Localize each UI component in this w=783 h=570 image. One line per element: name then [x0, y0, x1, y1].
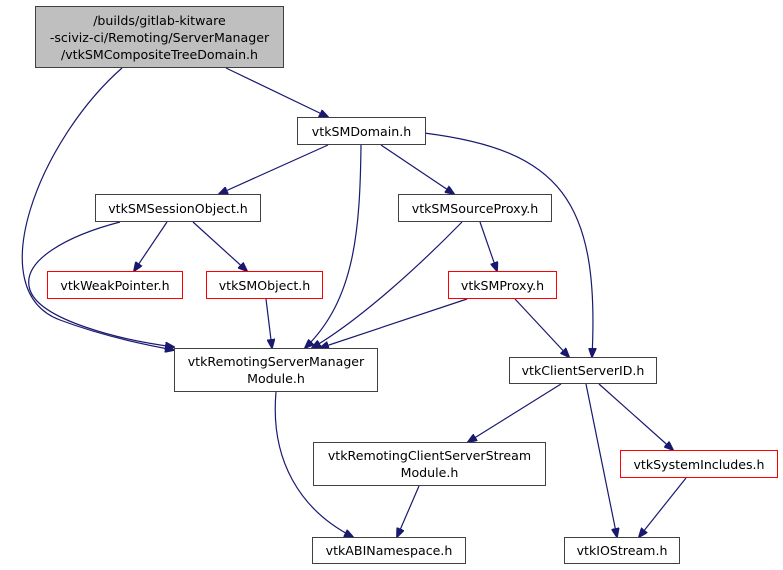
node-label-line: vtkWeakPointer.h — [60, 277, 170, 293]
node-label-line: vtkIOStream.h — [576, 543, 668, 558]
node-label-line: vtkSystemIncludes.h — [633, 456, 765, 472]
node-label-line: vtkSMSessionObject.h — [108, 200, 248, 216]
node-smproxy[interactable]: vtkSMProxy.h — [448, 271, 557, 299]
edge-smdomain-to-rsmmodule — [305, 144, 362, 348]
node-label-line: vtkSMSourceProxy.h — [411, 200, 539, 216]
edge-sessionobject-to-smobject — [192, 221, 247, 271]
node-label-line: vtkRemotingClientServerStream — [327, 448, 532, 463]
edge-smdomain-to-sourceproxy — [380, 144, 454, 194]
node-label-line: vtkSMObject.h — [218, 277, 311, 293]
edge-smobject-to-rsmmodule — [265, 298, 272, 348]
edge-sourceproxy-to-rsmmodule — [312, 221, 463, 348]
edge-rsmmodule-to-abinamespace — [274, 391, 353, 537]
edge-csid-to-iostream — [585, 383, 617, 537]
node-label-line: vtkRemotingServerManager — [187, 354, 365, 369]
node-label-line: /vtkSMCompositeTreeDomain.h — [60, 46, 259, 62]
edge-csid-to-rcssmodule — [468, 383, 562, 442]
node-sysincludes[interactable]: vtkSystemIncludes.h — [620, 450, 778, 478]
edge-smproxy-to-rsmmodule — [320, 298, 468, 348]
node-abinamespace[interactable]: vtkABINamespace.h — [312, 537, 466, 564]
node-label-line: vtkSMProxy.h — [460, 277, 545, 293]
edge-smdomain-to-csid — [423, 132, 593, 357]
node-label-line: -sciviz-ci/Remoting/ServerManager — [49, 29, 270, 45]
edge-sourceproxy-to-smproxy — [479, 221, 497, 271]
edge-rcssmodule-to-abinamespace — [397, 485, 420, 537]
edge-sessionobject-to-rsmmodule — [28, 221, 174, 347]
node-label-line: /builds/gitlab-kitware — [93, 12, 226, 28]
node-label-line: Module.h — [400, 465, 459, 480]
node-root: /builds/gitlab-kitware-sciviz-ci/Remotin… — [35, 6, 284, 68]
node-sourceproxy[interactable]: vtkSMSourceProxy.h — [398, 194, 552, 222]
node-label-line: Module.h — [247, 371, 305, 386]
node-label-line: vtkABINamespace.h — [325, 543, 453, 558]
edge-root-to-rsmmodule — [21, 67, 174, 350]
edge-sysincludes-to-iostream — [639, 477, 687, 537]
node-iostream[interactable]: vtkIOStream.h — [564, 537, 680, 564]
edge-sessionobject-to-weakpointer — [134, 221, 168, 271]
node-smdomain[interactable]: vtkSMDomain.h — [297, 117, 426, 145]
edge-smproxy-to-csid — [514, 298, 569, 357]
edge-smdomain-to-sessionobject — [219, 144, 329, 194]
node-label-line: vtkClientServerID.h — [521, 363, 645, 378]
edge-root-to-smdomain — [225, 67, 328, 117]
node-csid[interactable]: vtkClientServerID.h — [509, 357, 657, 384]
edge-csid-to-sysincludes — [598, 383, 673, 450]
node-smobject[interactable]: vtkSMObject.h — [206, 271, 323, 299]
node-label-line: vtkSMDomain.h — [311, 123, 412, 139]
node-weakpointer[interactable]: vtkWeakPointer.h — [47, 271, 183, 299]
node-sessionobject[interactable]: vtkSMSessionObject.h — [95, 194, 261, 222]
